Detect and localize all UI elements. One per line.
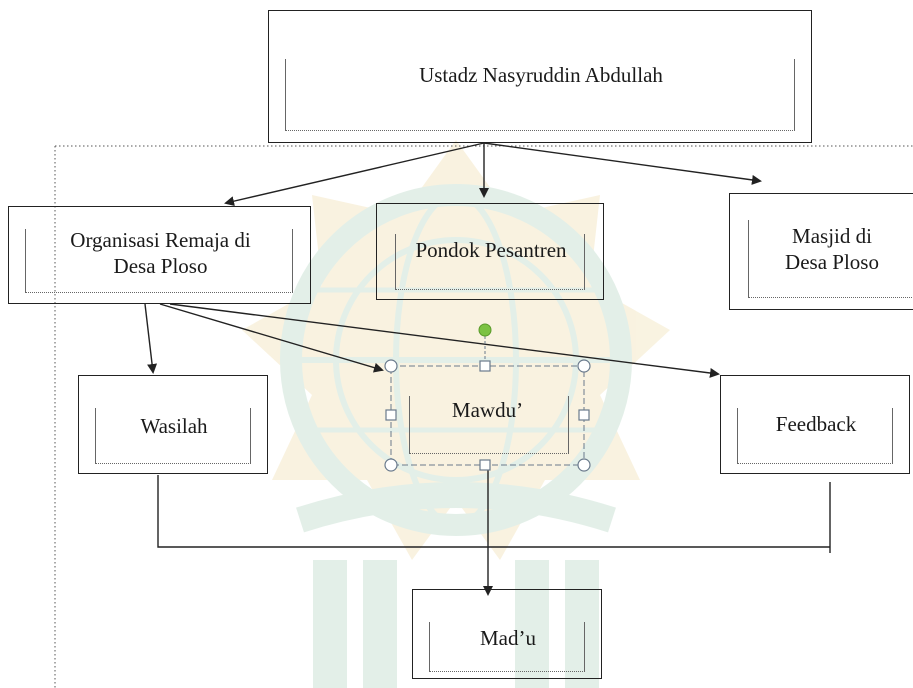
node-masjid[interactable]: Masjid di Desa Ploso bbox=[729, 193, 913, 310]
node-feedback[interactable]: Feedback bbox=[720, 375, 910, 474]
resize-handle-bottom-right[interactable] bbox=[577, 458, 591, 472]
node-mawdu-inner-frame bbox=[409, 396, 569, 454]
node-organisasi-inner-frame bbox=[25, 229, 293, 293]
resize-handle-top-left[interactable] bbox=[384, 359, 398, 373]
node-root-label: Ustadz Nasyruddin Abdullah bbox=[419, 62, 663, 87]
watermark-seal-logo bbox=[242, 140, 670, 688]
resize-handle-top-right[interactable] bbox=[577, 359, 591, 373]
resize-handle-bottom-left[interactable] bbox=[384, 458, 398, 472]
node-pondok-inner-frame bbox=[395, 234, 585, 290]
node-root-inner-frame bbox=[285, 59, 795, 131]
node-organisasi-remaja[interactable]: Organisasi Remaja di Desa Ploso bbox=[8, 206, 311, 304]
node-madu-inner-frame bbox=[429, 622, 585, 672]
arrow-root-to-masjid bbox=[483, 142, 762, 185]
bracket-wasilah-feedback bbox=[157, 475, 830, 548]
rotate-handle[interactable] bbox=[478, 323, 492, 337]
arrow-organisasi-to-mawdu bbox=[159, 303, 384, 373]
connectors bbox=[144, 142, 831, 596]
node-madu-label: Mad’u bbox=[480, 625, 536, 650]
arrow-organisasi-to-feedback bbox=[169, 303, 720, 378]
arrow-organisasi-to-wasilah bbox=[144, 303, 158, 374]
node-feedback-inner-frame bbox=[737, 408, 893, 464]
node-wasilah-label: Wasilah bbox=[140, 413, 208, 438]
node-pondok-label: Pondok Pesantren bbox=[415, 237, 567, 262]
resize-handle-top[interactable] bbox=[479, 360, 491, 372]
node-organisasi-label: Organisasi Remaja di Desa Ploso bbox=[70, 227, 251, 278]
node-mawdu-label: Mawdu’ bbox=[451, 397, 524, 422]
node-wasilah[interactable]: Wasilah bbox=[78, 375, 268, 474]
node-mawdu[interactable]: Mawdu’ bbox=[391, 366, 584, 465]
arrow-root-to-organisasi bbox=[224, 142, 485, 207]
node-wasilah-inner-frame bbox=[95, 408, 251, 464]
node-root[interactable]: Ustadz Nasyruddin Abdullah bbox=[268, 10, 812, 143]
node-pondok-pesantren[interactable]: Pondok Pesantren bbox=[376, 203, 604, 300]
node-masjid-inner-frame bbox=[748, 220, 913, 298]
resize-handle-left[interactable] bbox=[385, 409, 397, 421]
resize-handle-right[interactable] bbox=[578, 409, 590, 421]
node-feedback-label: Feedback bbox=[775, 411, 857, 436]
resize-handle-bottom[interactable] bbox=[479, 459, 491, 471]
node-madu[interactable]: Mad’u bbox=[412, 589, 602, 679]
node-masjid-label: Masjid di Desa Ploso bbox=[785, 223, 879, 274]
